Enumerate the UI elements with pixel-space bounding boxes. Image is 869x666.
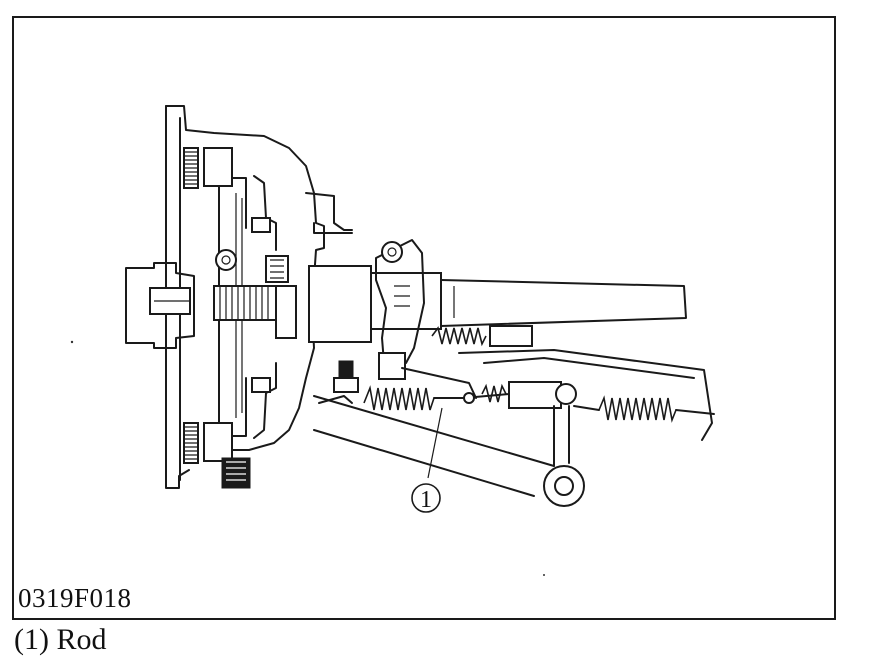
- figure-caption: (1) Rod: [14, 623, 107, 657]
- figure-frame: 1 0319F018: [12, 16, 836, 620]
- caption-number: (1): [14, 623, 49, 656]
- figure-code: 0319F018: [18, 583, 132, 613]
- clutch-linkage-diagram: 1: [70, 105, 715, 576]
- input-shaft: [125, 262, 687, 349]
- caption-label: Rod: [56, 623, 107, 656]
- pedal-link: [313, 395, 585, 507]
- return-spring-right: [573, 395, 715, 423]
- release-fork: [375, 239, 477, 399]
- adjust-bolt: [333, 360, 359, 393]
- pedal-bracket: [458, 349, 713, 441]
- upper-spring: [431, 325, 533, 347]
- ring-gear: [183, 147, 199, 464]
- drain-plug: [221, 457, 251, 489]
- callout-rod: 1: [411, 407, 443, 513]
- rod: [463, 381, 577, 409]
- release-bearing: [265, 255, 297, 339]
- callout-number: 1: [420, 487, 432, 513]
